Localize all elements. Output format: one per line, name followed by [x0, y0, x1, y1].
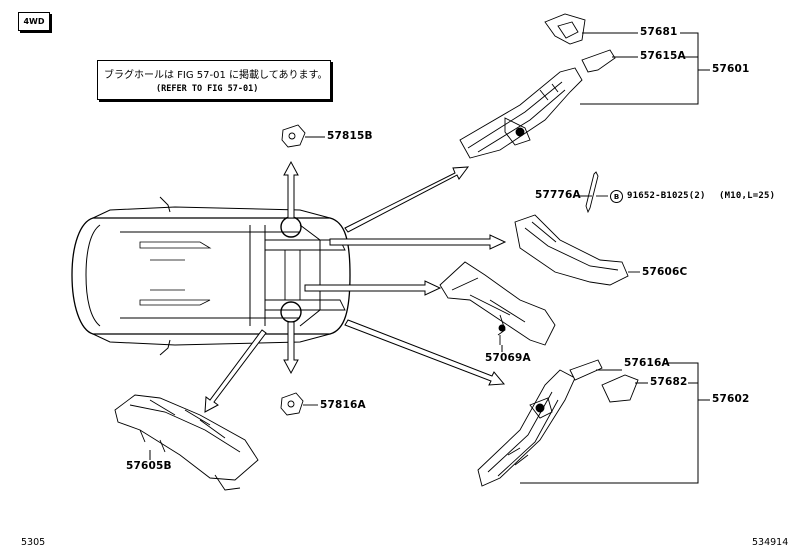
label-57776A[interactable]: 57776A: [535, 189, 581, 201]
callout-lines: [149, 32, 710, 484]
label-bolt-91652[interactable]: 91652-B1025(2): [627, 191, 706, 201]
note-japanese: ブラグホールは FIG 57-01 に掲載してあります。: [104, 70, 328, 81]
part-57816A-drawing: [280, 392, 318, 416]
label-57616A[interactable]: 57616A: [624, 357, 670, 369]
label-57069A[interactable]: 57069A: [485, 352, 531, 364]
label-57606C[interactable]: 57606C: [642, 266, 688, 278]
footer-right-code: 534914: [752, 537, 789, 548]
label-57602[interactable]: 57602: [712, 393, 750, 405]
footer-left-code: 5305: [21, 537, 46, 548]
arrows: [204, 160, 507, 413]
label-57815B[interactable]: 57815B: [327, 130, 373, 142]
label-57682[interactable]: 57682: [650, 376, 688, 388]
part-57601-drawing: [459, 13, 616, 159]
part-57069A-drawing: [439, 261, 556, 346]
label-57615A[interactable]: 57615A: [640, 50, 686, 62]
part-57815B-drawing: [281, 124, 325, 148]
drive-type-tag: 4WD: [18, 12, 50, 31]
reference-note: ブラグホールは FIG 57-01 に掲載してあります。 (REFER TO F…: [97, 60, 331, 100]
part-57776A-drawing: [580, 171, 608, 214]
label-57605B[interactable]: 57605B: [126, 460, 172, 472]
bolt-spec: (M10,L=25): [719, 191, 776, 201]
bolt-code-circle: B: [610, 190, 623, 203]
part-57606C-drawing: [514, 214, 640, 286]
part-57602-drawing: [477, 359, 639, 487]
label-57681[interactable]: 57681: [640, 26, 678, 38]
label-57816A[interactable]: 57816A: [320, 399, 366, 411]
label-57601[interactable]: 57601: [712, 63, 750, 75]
note-english: (REFER TO FIG 57-01): [156, 84, 259, 94]
vehicle-top-view: [71, 196, 351, 356]
part-57605B-drawing: [114, 394, 259, 491]
